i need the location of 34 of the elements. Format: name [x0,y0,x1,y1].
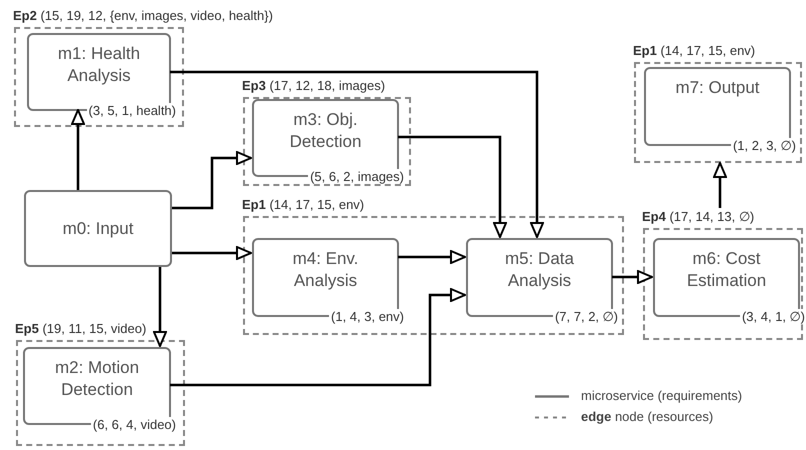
arrow [612,270,653,284]
arrow [153,267,167,347]
microservice-name: m2: Motion Detection [54,357,140,401]
requirements-tuple: (7, 7, 2, ∅) [552,309,618,324]
edge-node-heading: Ep5 (19, 11, 15, video) [15,322,146,335]
requirements-tuple: (3, 5, 1, health) [86,103,176,118]
requirements-tuple: (1, 4, 3, env) [329,309,404,324]
arrow [170,288,466,386]
legend-text: edge node (resources) [581,408,714,426]
edge-node-heading: Ep1 (14, 17, 15, env) [633,44,756,57]
edge-node-heading: Ep1 (14, 17, 15, env) [242,198,364,211]
microservice-name: m0: Input [62,218,134,240]
microservice-name: m5: Data Analysis [504,248,575,292]
edge-node-heading: Ep2 (15, 19, 12, {env, images, video, health}) [13,9,273,22]
edge-node-heading: Ep3 (17, 12, 18, images) [242,79,386,92]
arrow [398,250,466,264]
requirements-tuple: (5, 6, 2, images) [308,169,404,184]
arrow [172,246,252,260]
requirements-tuple: (1, 2, 3, ∅) [730,138,796,153]
requirements-tuple: (3, 4, 1, ∅) [740,309,805,324]
arrow [172,151,252,210]
arrow [170,70,544,238]
microservice-name: m3: Obj. Detection [288,109,362,153]
arrow [713,162,727,208]
microservice-name: m6: Cost Estimation [686,248,768,292]
arrow [398,136,507,238]
microservice-name: m1: Health Analysis [56,43,142,87]
legend-text: microservice (requirements) [581,387,742,405]
arrow [71,109,85,190]
edge-node-heading: Ep4 (17, 14, 13, ∅) [642,210,754,223]
microservice-box [24,190,172,267]
microservice-name: m7: Output [674,77,761,99]
requirements-tuple: (6, 6, 4, video) [90,417,176,432]
microservice-name: m4: Env. Analysis [292,248,360,292]
